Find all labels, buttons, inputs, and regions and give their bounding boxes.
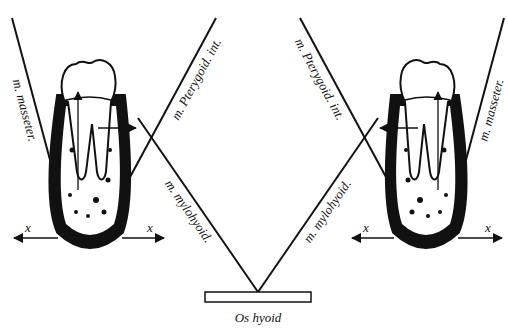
force-label: x — [483, 220, 493, 235]
muscle-label: m. masseter. — [475, 76, 507, 145]
force-label: x — [145, 220, 155, 235]
bone-label: Os hyoid — [233, 310, 284, 325]
muscle-label: m. Pterygoid. int. — [167, 34, 225, 124]
muscle-label: m. mylohyoid. — [299, 175, 355, 247]
hyoid-bone — [205, 292, 311, 302]
force-label: x — [23, 220, 33, 235]
force-label: x — [361, 220, 371, 235]
muscle-label: m. mylohyoid. — [161, 175, 217, 247]
muscle-label: m. masseter. — [9, 76, 41, 145]
muscle-label: m. Pterygoid. int. — [291, 34, 349, 124]
